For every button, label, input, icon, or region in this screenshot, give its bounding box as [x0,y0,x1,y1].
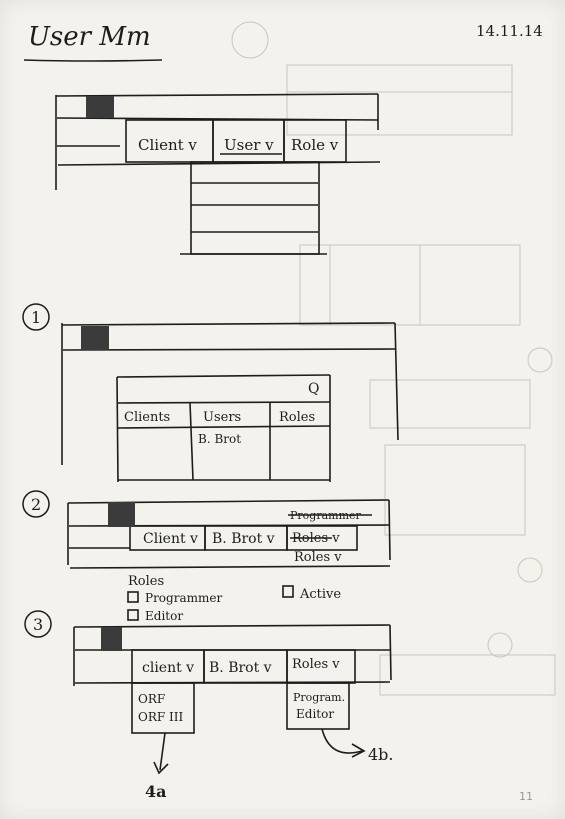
role-option-program: Program. [293,691,345,704]
ref-4a: 4a [145,782,167,801]
sketch3-menu-role: Roles v [292,657,340,672]
ref-4b: 4b. [368,745,394,764]
logo-hatch-2 [108,502,135,527]
client-option-orf3: ORF III [138,710,183,724]
col-roles: Roles [279,410,315,425]
sketch2-menu-client: Client v [143,531,198,547]
page-title: User Mm [28,22,151,52]
sketch-0-wireframe [55,93,381,255]
page-number: 11 [519,790,533,803]
roles-label: Roles [128,574,164,589]
role-option-editor: Editor [296,707,334,721]
step-2-circle [22,490,50,518]
sketch0-menu-role: Role v [291,136,339,154]
logo-hatch-0 [86,96,114,118]
user-cell: B. Brot [198,432,241,446]
step-2-number: 2 [31,495,41,514]
sketch3-menu-user: B. Brot v [209,660,272,676]
active-label: Active [299,587,341,602]
search-icon: Q [308,381,319,397]
sketch2-role-menu: Roles v [294,550,342,565]
bleed-through-marks [231,21,556,696]
role-editor: Editor [145,609,183,623]
step-3-number: 3 [33,615,43,634]
sketch-3-wireframe [73,624,392,775]
role-programmer: Programmer [145,591,222,605]
client-option-orf: ORF [138,692,165,706]
col-users: Users [203,410,241,425]
step-1-number: 1 [31,308,41,327]
sketch-1-wireframe [61,322,399,483]
sketch2-menu-user: B. Brot v [212,531,275,547]
logo-hatch-1 [81,326,109,350]
page-date: 14.11.14 [476,22,543,40]
title-underline [23,59,163,62]
sketch3-menu-client: client v [142,660,194,676]
step-3-circle [24,610,52,638]
sketch0-menu-user: User v [224,136,274,154]
step-1-circle [22,303,50,331]
logo-hatch-3 [101,627,122,651]
sketch0-menu-client: Client v [138,136,197,154]
col-clients: Clients [124,410,170,425]
